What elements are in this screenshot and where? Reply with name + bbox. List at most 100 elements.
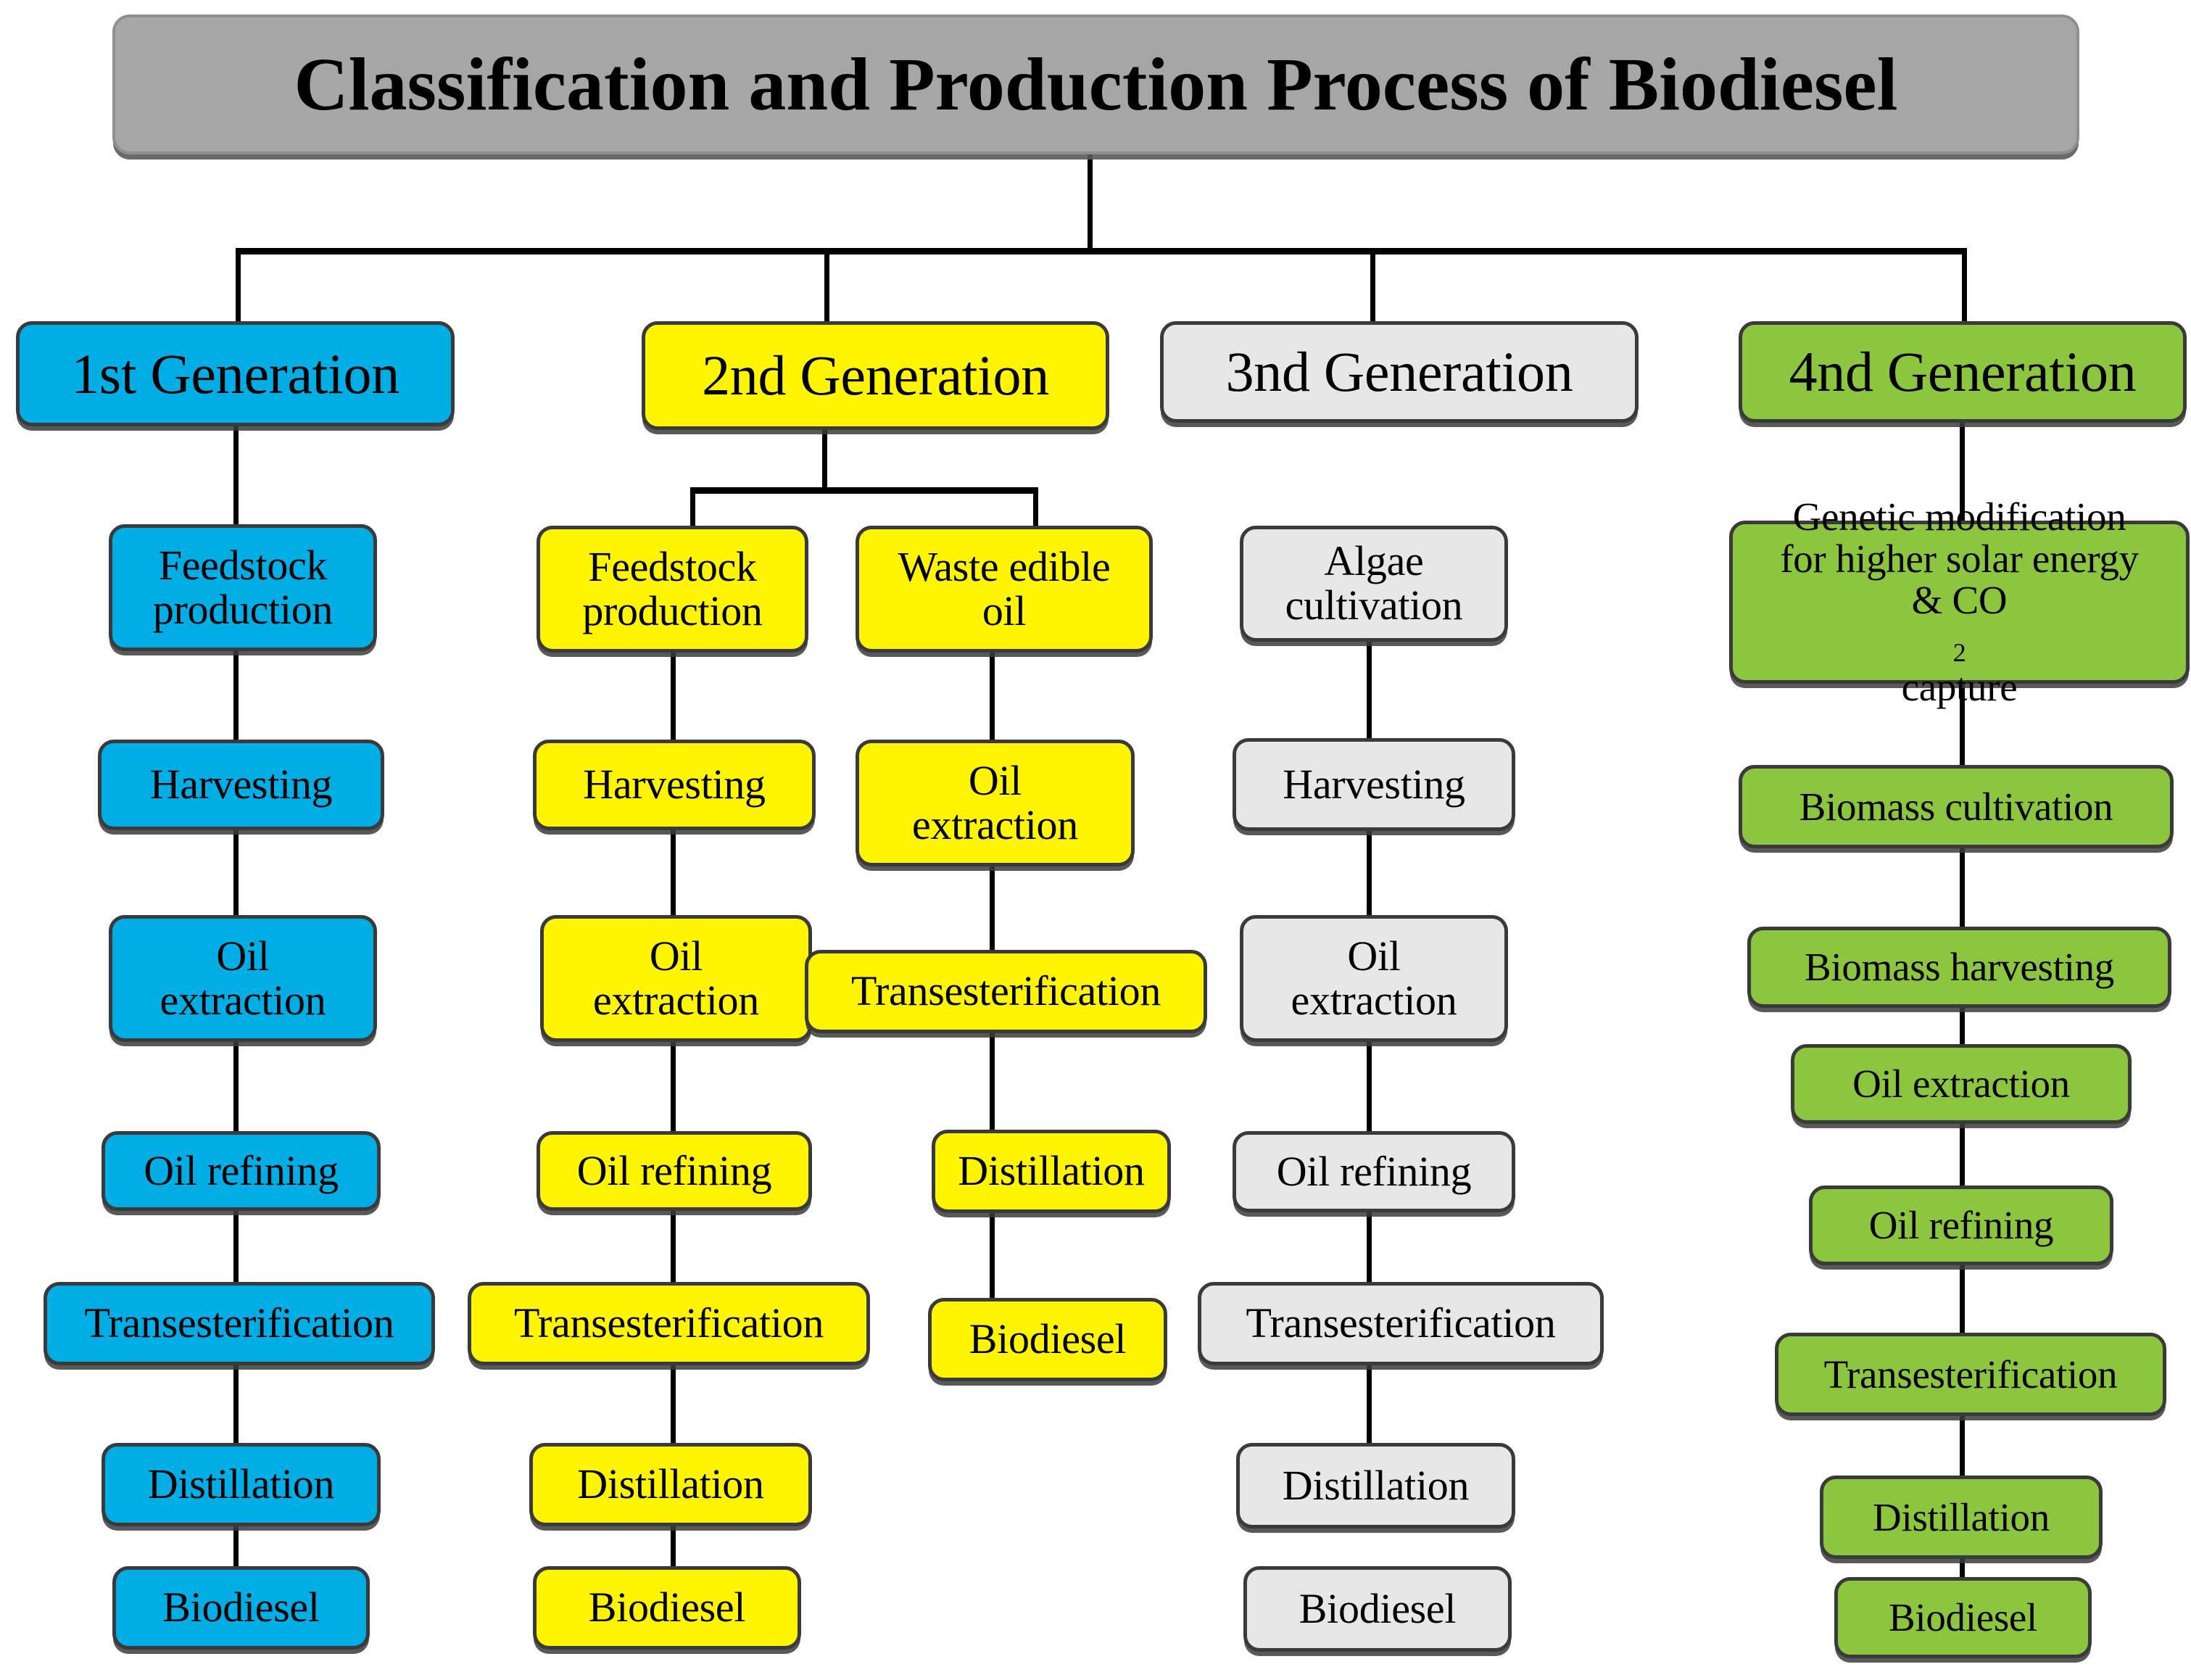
connector-gen2-split-left (690, 487, 695, 531)
connector-gen1-1 (233, 425, 239, 526)
connector-gen2-split-right (1033, 487, 1038, 531)
gen1-step-oil-refining[interactable]: Oil refining (102, 1131, 381, 1211)
connector-gen2a-4 (671, 1209, 676, 1300)
connector-root-to-gen4 (1962, 248, 1967, 331)
gen4-header-box[interactable]: 4nd Generation (1739, 321, 2187, 423)
connector-gen4-0 (1960, 421, 1965, 523)
gen1-step3-line2: extraction (160, 976, 326, 1024)
connector-gen2b-3 (990, 1031, 995, 1133)
gen4-step1-co2-suffix: capture (1901, 665, 2018, 710)
gen3-header-label: 3nd Generation (1225, 340, 1573, 404)
page-title: Classification and Production Process of… (112, 15, 2079, 154)
connector-gen4-2 (1960, 847, 1965, 930)
gen4-step4-label: Oil extraction (1852, 1062, 2070, 1106)
connector-gen2a-1 (671, 651, 676, 744)
gen2b-step-transesterification[interactable]: Transesterification (805, 950, 1207, 1033)
gen2b-step-oil-extraction[interactable]: Oil extraction (856, 740, 1135, 866)
gen2a-step5-label: Transesterification (513, 1299, 824, 1347)
gen3-step6-label: Distillation (1282, 1461, 1470, 1509)
gen4-step1-line2: for higher solar energy (1780, 536, 2139, 581)
gen1-header-label: 1st Generation (71, 342, 399, 405)
gen4-step3-label: Biomass harvesting (1805, 945, 2114, 990)
connector-root-stem (1088, 149, 1093, 254)
gen2a-step-biodiesel[interactable]: Biodiesel (533, 1566, 801, 1650)
gen1-step-harvesting[interactable]: Harvesting (98, 740, 384, 830)
gen4-step-biodiesel[interactable]: Biodiesel (1834, 1577, 2092, 1658)
gen3-header-box[interactable]: 3nd Generation (1160, 321, 1639, 423)
gen2b-step-waste-edible-oil[interactable]: Waste edible oil (856, 526, 1153, 653)
connector-gen2a-5 (671, 1363, 676, 1461)
gen3-step3-line2: extraction (1291, 976, 1457, 1024)
gen1-step2-label: Harvesting (149, 761, 333, 808)
gen4-step-biomass-harvesting[interactable]: Biomass harvesting (1747, 927, 2171, 1008)
gen3-step-harvesting[interactable]: Harvesting (1233, 738, 1515, 831)
gen3-step-distillation[interactable]: Distillation (1236, 1443, 1515, 1528)
gen3-step7-label: Biodiesel (1299, 1584, 1457, 1632)
gen1-header-box[interactable]: 1st Generation (16, 321, 455, 426)
gen2a-step-oil-refining[interactable]: Oil refining (537, 1131, 812, 1211)
gen4-step-biomass-cultivation[interactable]: Biomass cultivation (1739, 765, 2174, 848)
gen3-step-algae-cultivation[interactable]: Algae cultivation (1240, 526, 1508, 642)
gen3-step-oil-refining[interactable]: Oil refining (1233, 1131, 1515, 1212)
gen2-header-box[interactable]: 2nd Generation (642, 321, 1109, 430)
gen1-step-feedstock-production[interactable]: Feedstock production (109, 524, 377, 651)
gen1-step-oil-extraction[interactable]: Oil extraction (109, 915, 377, 1042)
gen1-step5-label: Transesterification (84, 1299, 394, 1347)
gen2a-step1-line1: Feedstock (588, 542, 757, 590)
gen2a-step1-line2: production (582, 587, 763, 634)
gen2a-step-distillation[interactable]: Distillation (529, 1443, 812, 1526)
gen2a-step7-label: Biodiesel (588, 1584, 746, 1631)
gen1-step7-label: Biodiesel (162, 1584, 320, 1631)
connector-gen2-split-stem (822, 429, 827, 490)
gen4-step-distillation[interactable]: Distillation (1820, 1476, 2103, 1559)
connector-gen1-4 (233, 1040, 239, 1135)
gen1-step-transesterification[interactable]: Transesterification (44, 1282, 435, 1365)
gen4-step7-label: Distillation (1873, 1494, 2050, 1539)
gen2a-step-oil-extraction[interactable]: Oil extraction (540, 915, 812, 1042)
gen2a-step-feedstock-production[interactable]: Feedstock production (537, 526, 808, 653)
connector-root-bus (236, 248, 1965, 255)
gen1-step-distillation[interactable]: Distillation (102, 1443, 381, 1526)
connector-gen4-4 (1960, 1122, 1965, 1202)
gen2b-step-distillation[interactable]: Distillation (932, 1130, 1171, 1213)
gen2-header-label: 2nd Generation (702, 344, 1049, 407)
connector-gen4-5 (1960, 1264, 1965, 1351)
gen4-step1-co2-subscript: 2 (1952, 638, 1966, 668)
connector-gen1-3 (233, 829, 239, 919)
gen4-step-genetic-modification[interactable]: Genetic modification for higher solar en… (1729, 496, 2190, 708)
gen2b-step1-line1: Waste edible (898, 542, 1111, 590)
gen1-step3-line1: Oil (216, 932, 270, 980)
gen2b-step3-label: Transesterification (850, 967, 1161, 1015)
gen3-step-biodiesel[interactable]: Biodiesel (1243, 1566, 1512, 1652)
gen3-step4-label: Oil refining (1276, 1147, 1472, 1195)
gen3-step-transesterification[interactable]: Transesterification (1198, 1282, 1604, 1365)
connector-gen2a-6 (671, 1523, 676, 1573)
gen2a-step3-line1: Oil (649, 932, 703, 980)
gen2a-step-transesterification[interactable]: Transesterification (468, 1282, 870, 1365)
gen2b-step-biodiesel[interactable]: Biodiesel (928, 1298, 1167, 1381)
gen1-step1-line1: Feedstock (158, 541, 328, 589)
gen3-step-oil-extraction[interactable]: Oil extraction (1240, 915, 1508, 1042)
gen1-step6-label: Distillation (147, 1460, 335, 1508)
gen4-step1-line1: Genetic modification (1792, 494, 2126, 539)
connector-gen3-1 (1367, 640, 1372, 742)
gen1-step-biodiesel[interactable]: Biodiesel (112, 1566, 370, 1650)
gen4-step-oil-extraction[interactable]: Oil extraction (1791, 1044, 2132, 1124)
gen2a-step-harvesting[interactable]: Harvesting (533, 740, 816, 830)
gen2a-step2-label: Harvesting (583, 761, 766, 808)
connector-gen3-5 (1367, 1363, 1372, 1461)
gen2b-step4-label: Distillation (958, 1147, 1145, 1195)
gen3-step3-line1: Oil (1347, 932, 1401, 980)
gen4-step1-co2-prefix: & CO (1911, 578, 2008, 623)
connector-gen1-2 (233, 650, 239, 744)
connector-gen2b-4 (990, 1211, 995, 1302)
connector-gen3-4 (1367, 1211, 1372, 1302)
gen4-step-transesterification[interactable]: Transesterification (1775, 1333, 2166, 1416)
gen3-step2-label: Harvesting (1283, 760, 1465, 808)
gen4-step-oil-refining[interactable]: Oil refining (1809, 1185, 2113, 1265)
gen2b-step1-line2: oil (982, 587, 1027, 634)
connector-gen4-6 (1960, 1414, 1965, 1501)
gen4-step5-label: Oil refining (1868, 1203, 2054, 1248)
connector-gen2b-2 (990, 865, 995, 956)
